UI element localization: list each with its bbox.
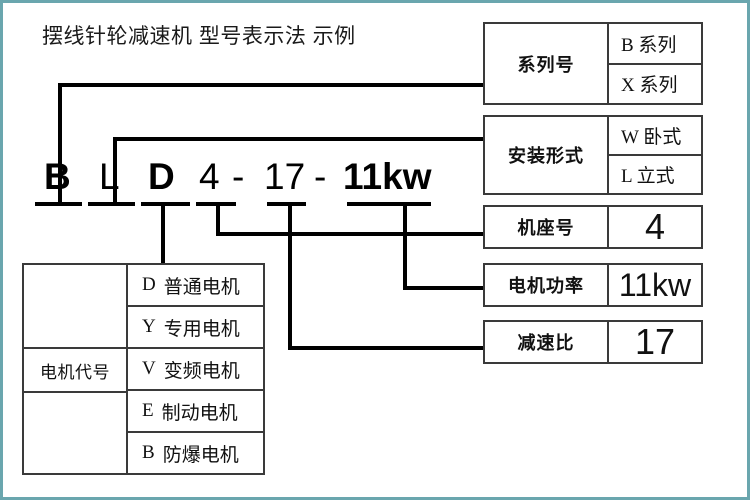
box-series-value-x: X 系列 (609, 62, 701, 104)
motor-code-label-spacer-bottom (24, 393, 126, 473)
underline-power (347, 202, 431, 206)
motor-code-table[interactable]: 电机代号 D 普通电机 Y 专用电机 V 变频电机 E 制动电机 B 防爆电机 (22, 263, 265, 475)
connector-mounting-vertical (113, 137, 117, 203)
box-frame-number[interactable]: 机座号 4 (483, 205, 703, 249)
box-series-label: 系列号 (485, 24, 609, 103)
connector-frame-number-horizontal (216, 232, 485, 236)
box-frame-number-value: 4 (644, 206, 666, 247)
box-mounting-value-w: W 卧式 (621, 127, 682, 148)
connector-series-vertical (58, 83, 62, 203)
page-title: 摆线针轮减速机 型号表示法 示例 (42, 25, 356, 48)
table-row: E 制动电机 (128, 389, 263, 431)
code-separator-1: - (232, 156, 245, 197)
connector-power-horizontal (403, 286, 485, 290)
motor-code-table-label-column: 电机代号 (24, 265, 128, 473)
stub-frame-number (470, 232, 485, 236)
box-reduction-ratio-label: 减速比 (485, 322, 609, 362)
motor-code-label-spacer-top (24, 265, 126, 349)
box-motor-power[interactable]: 电机功率 11kw (483, 263, 703, 307)
box-series[interactable]: 系列号 B 系列 X 系列 (483, 22, 703, 105)
box-reduction-ratio-value: 17 (634, 321, 676, 362)
box-mounting-values: W 卧式 L 立式 (609, 117, 701, 193)
connector-power-vertical (403, 202, 407, 290)
motor-code-name: 专用电机 (163, 318, 240, 340)
motor-code-letter: B (142, 442, 155, 463)
motor-code-table-label: 电机代号 (24, 349, 126, 393)
motor-code-letter: D (142, 274, 156, 295)
box-mounting[interactable]: 安装形式 W 卧式 L 立式 (483, 115, 703, 195)
motor-code-name: 普通电机 (163, 276, 240, 298)
connector-frame-number-vertical (216, 202, 220, 236)
motor-code-name: 制动电机 (161, 402, 238, 424)
box-motor-power-label: 电机功率 (485, 265, 609, 305)
table-row: V 变频电机 (128, 347, 263, 389)
connector-motor-code-vertical (161, 202, 165, 264)
table-row: D 普通电机 (128, 265, 263, 305)
underline-mounting (88, 202, 135, 206)
stub-mounting (470, 137, 485, 141)
motor-code-letter: V (142, 358, 156, 379)
motor-code-name: 变频电机 (163, 360, 240, 382)
connector-series-horizontal (58, 83, 485, 87)
underline-series (35, 202, 82, 206)
underline-ratio (267, 202, 306, 206)
connector-mounting-horizontal (113, 137, 485, 141)
stub-series (470, 83, 485, 87)
connector-ratio-horizontal (288, 346, 485, 350)
box-frame-number-label: 机座号 (485, 207, 609, 247)
box-motor-power-value: 11kw (618, 266, 692, 303)
motor-code-letter: Y (142, 316, 156, 337)
box-series-values: B 系列 X 系列 (609, 24, 701, 103)
code-segment-series: B (44, 158, 71, 195)
motor-code-letter: E (142, 400, 154, 421)
code-segment-ratio: 17 (264, 156, 306, 197)
box-reduction-ratio[interactable]: 减速比 17 (483, 320, 703, 364)
box-series-value-b: B 系列 (621, 34, 677, 56)
code-segment-frame-number: 4 (199, 156, 220, 197)
table-row: Y 专用电机 (128, 305, 263, 347)
stub-ratio (470, 346, 485, 350)
box-mounting-value-l: L 立式 (609, 154, 701, 193)
motor-code-name: 防爆电机 (162, 444, 239, 466)
stub-power (470, 286, 485, 290)
table-row: B 防爆电机 (128, 431, 263, 473)
underline-motor-code (141, 202, 190, 206)
connector-ratio-vertical (288, 202, 292, 350)
box-mounting-label: 安装形式 (485, 117, 609, 193)
code-separator-2: - (314, 156, 327, 197)
code-segment-power: 11kw (343, 156, 432, 197)
motor-code-table-rows: D 普通电机 Y 专用电机 V 变频电机 E 制动电机 B 防爆电机 (128, 265, 263, 473)
code-segment-motor-code: D (148, 156, 175, 197)
